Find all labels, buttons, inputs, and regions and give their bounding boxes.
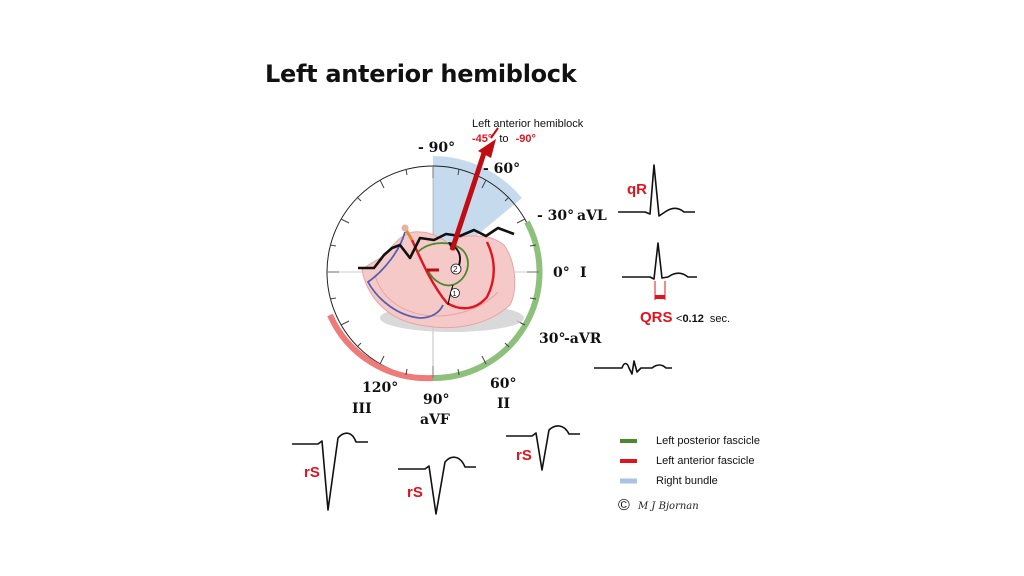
label-plus120: 120° (362, 380, 398, 396)
label-zero: 0° (553, 265, 570, 281)
qrs-duration-text: <0.12 sec. (676, 313, 730, 325)
label-II: II (497, 396, 510, 412)
label-rS-III: rS (304, 464, 320, 481)
marker-2-label: 2 (453, 265, 458, 274)
label-rS-aVF: rS (407, 484, 423, 501)
label-plus90: 90° (423, 392, 449, 408)
label-plus30: 30° (539, 331, 565, 347)
label-aVF: aVF (420, 412, 450, 428)
copyright-signature: M J Bjornan (637, 501, 699, 512)
label-aVR: -aVR (564, 331, 602, 347)
label-minus90: - 90° (418, 140, 455, 156)
label-rS-II: rS (516, 447, 532, 464)
legend-label-right-bundle: Right bundle (656, 475, 718, 487)
label-QRS: QRS (640, 309, 673, 326)
heart-illustration: 2 1 (358, 225, 524, 333)
label-aVL: aVL (577, 208, 607, 224)
arrow-label-line1: Left anterior hemiblock (472, 118, 584, 130)
marker-1-label: 1 (453, 291, 457, 298)
label-I: I (580, 265, 587, 281)
range-end: -90° (516, 133, 536, 145)
label-qR: qR (627, 181, 647, 198)
range-start: -45° (472, 133, 492, 145)
waveform-aVR (594, 361, 672, 374)
legend-label-posterior: Left posterior fascicle (656, 435, 760, 447)
copyright-symbol: © (618, 497, 630, 514)
label-minus30: - 30° (537, 208, 574, 224)
legend-label-anterior: Left anterior fascicle (656, 455, 754, 467)
label-minus60: - 60° (483, 161, 520, 177)
waveform-I (622, 243, 697, 279)
label-III: III (352, 401, 372, 417)
arrow-label-range: -45° to -90° (472, 133, 536, 145)
label-plus60: 60° (490, 376, 516, 392)
legend: Left posterior fascicle Left anterior fa… (620, 435, 760, 487)
range-to: to (499, 133, 508, 145)
qrs-unit: sec. (710, 313, 730, 325)
qrs-duration-value: 0.12 (682, 313, 703, 325)
